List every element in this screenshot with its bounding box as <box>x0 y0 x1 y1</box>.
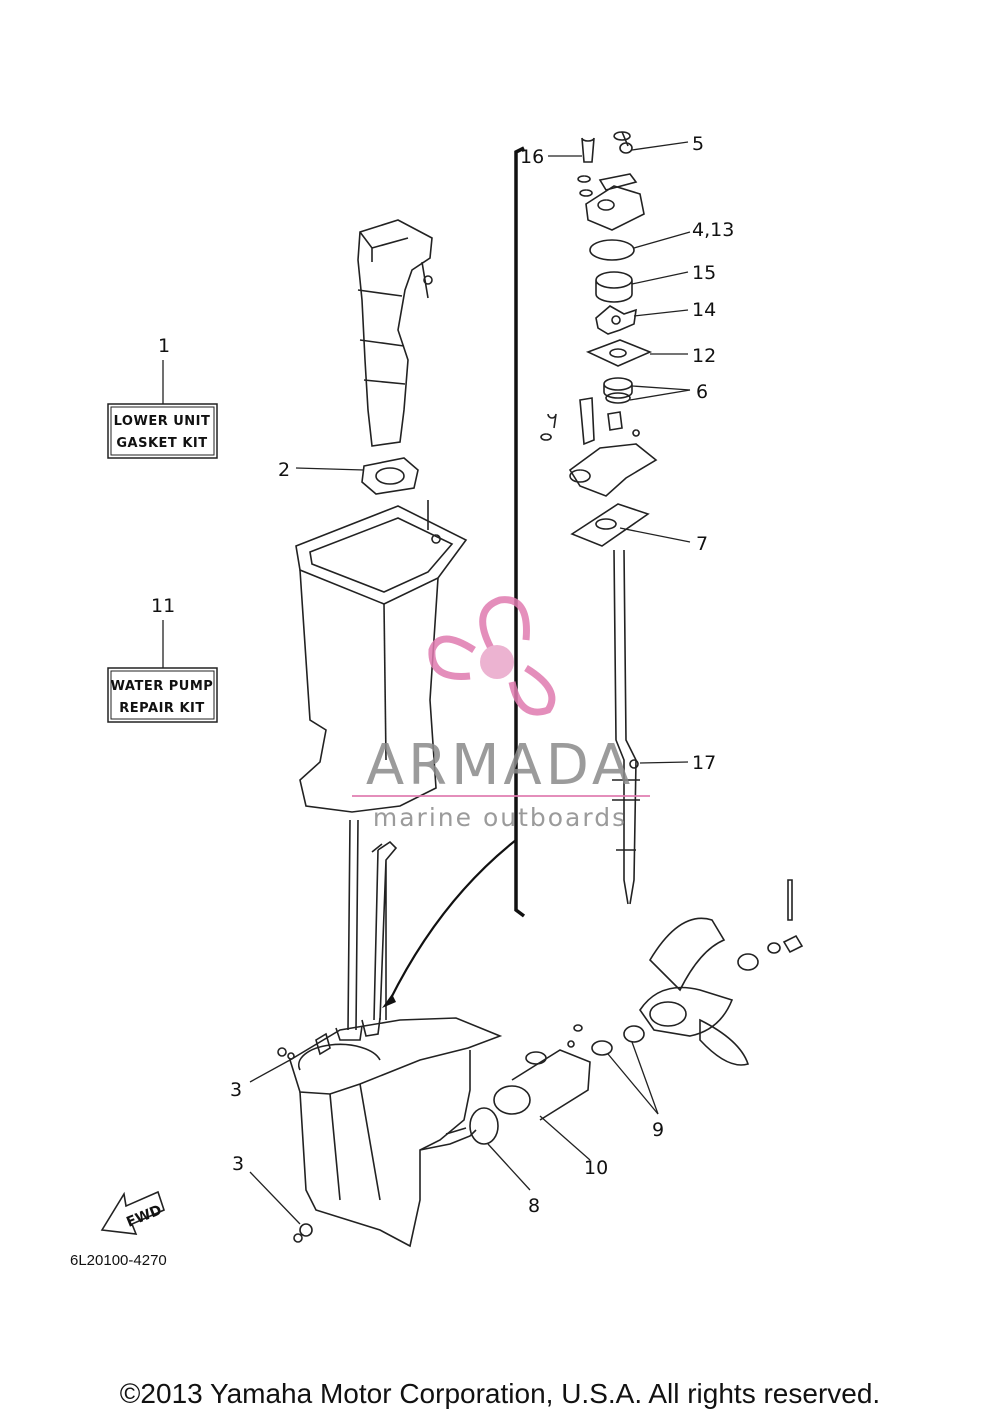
water-pump-housing: 16 5 <box>520 131 704 231</box>
copyright-notice: ©2013 Yamaha Motor Corporation, U.S.A. A… <box>119 1378 881 1409</box>
armada-watermark: ARMADA marine outboards <box>352 596 650 832</box>
o-ring-8: 8 <box>469 1107 540 1217</box>
upper-casing <box>295 500 468 813</box>
kit-1-lower-unit-gasket: 1 LOWER UNIT GASKET KIT <box>107 335 218 459</box>
drive-shaft: 17 <box>612 549 716 905</box>
callout-9: 9 <box>652 1119 664 1141</box>
gasket-2: 2 <box>278 457 419 495</box>
callout-6: 6 <box>696 381 708 403</box>
part-code: 6L20100-4270 <box>70 1252 167 1269</box>
kit-1-number: 1 <box>158 335 170 357</box>
o-ring-4-13: 4,13 <box>589 219 734 261</box>
fwd-arrow-icon: FWD <box>100 1190 165 1235</box>
kit-11-line1: WATER PUMP <box>111 679 214 694</box>
callout-12: 12 <box>692 345 716 367</box>
logo-hub <box>480 645 514 679</box>
callout-2: 2 <box>278 459 290 481</box>
outer-plate-12: 12 <box>585 339 716 367</box>
kit-11-line2: REPAIR KIT <box>119 701 204 716</box>
callout-3-upper: 3 <box>230 1079 242 1101</box>
propeller-shaft-housing-10: 10 <box>493 1049 608 1179</box>
callout-17: 17 <box>692 752 716 774</box>
callout-16: 16 <box>520 146 544 168</box>
impeller-14: 14 <box>595 299 716 335</box>
exhaust-guide <box>357 219 433 447</box>
assembly-bracket <box>382 146 526 1008</box>
callout-14: 14 <box>692 299 716 321</box>
callout-7: 7 <box>696 533 708 555</box>
watermark-title: ARMADA <box>366 733 634 798</box>
callout-5: 5 <box>692 133 704 155</box>
oil-seals-6: 6 <box>603 377 708 404</box>
prop-nut-parts <box>737 879 804 971</box>
kit-11-number: 11 <box>151 595 175 617</box>
kit-1-line2: GASKET KIT <box>116 436 207 451</box>
callout-15: 15 <box>692 262 716 284</box>
lower-casing <box>277 1017 503 1248</box>
insert-cartridge-15: 15 <box>595 262 716 303</box>
fwd-label: FWD <box>124 1202 164 1231</box>
kit-11-water-pump-repair: 11 WATER PUMP REPAIR KIT <box>107 595 218 723</box>
propeller <box>639 917 750 1066</box>
callout-8: 8 <box>528 1195 540 1217</box>
callout-4-13: 4,13 <box>692 219 734 241</box>
kit-1-line1: LOWER UNIT <box>114 414 211 429</box>
callout-10: 10 <box>584 1157 608 1179</box>
gasket-7: 7 <box>570 503 708 555</box>
propeller-logo-icon <box>428 596 556 716</box>
callout-3-group: 3 3 <box>230 1059 301 1225</box>
pump-base-housing <box>540 397 658 497</box>
water-tubes <box>347 819 398 1031</box>
callout-3-lower: 3 <box>232 1153 244 1175</box>
thrust-washer-parts-9: 9 <box>567 1024 664 1141</box>
watermark-subtitle: marine outboards <box>373 803 627 832</box>
